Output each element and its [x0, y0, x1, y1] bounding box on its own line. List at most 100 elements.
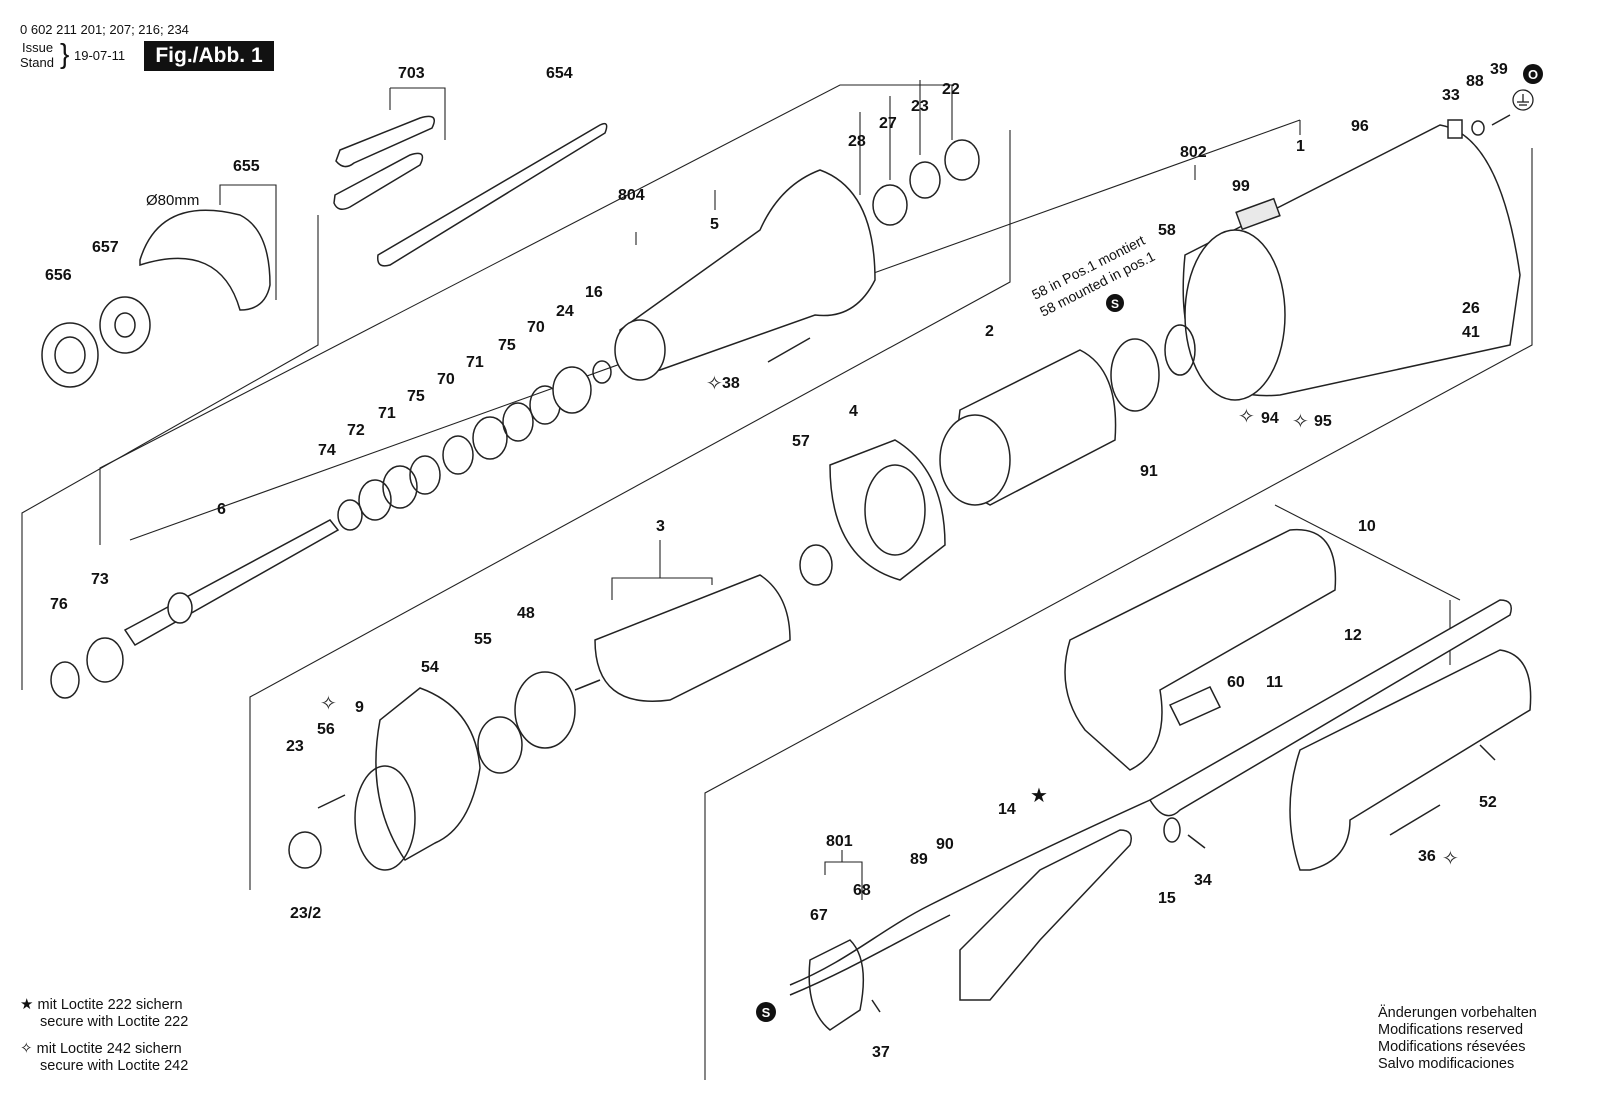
screw-36: [1389, 804, 1441, 836]
callout-72: 72: [347, 422, 365, 439]
symbols: O S S ✧ ✧ ✧ ✧ ✧ ★: [320, 64, 1543, 1022]
bearing-23: [909, 161, 941, 199]
callout-703: 703: [398, 65, 425, 82]
flange-22: [944, 139, 980, 181]
callout-801: 801: [826, 833, 853, 850]
screw-52: [1479, 744, 1496, 761]
screw-38: [767, 337, 811, 363]
callout-96: 96: [1351, 118, 1369, 135]
loctite-242-en: secure with Loctite 242: [40, 1058, 189, 1074]
bracket-60: [1168, 686, 1222, 726]
callout-15: 15: [1158, 890, 1176, 907]
spindle-6: [123, 519, 340, 646]
loctite-242-note: ✧ mit Loctite 242 sichern secure with Lo…: [20, 1040, 188, 1075]
bearing-55: [477, 716, 523, 774]
callout-70: 70: [437, 371, 455, 388]
callout-23: 23: [286, 738, 304, 755]
callout-36: 36: [1418, 848, 1436, 865]
o-mark-icon: [1523, 64, 1543, 84]
loctite-222-de: mit Loctite 222 sichern: [37, 997, 183, 1013]
ring-76: [50, 661, 80, 699]
outline-star-icon: ✧: [1292, 411, 1309, 433]
mod-es: Salvo modificaciones: [1378, 1056, 1515, 1072]
callout-89: 89: [910, 851, 928, 868]
outline-star-icon: ✧: [1442, 848, 1459, 870]
nut-656: [41, 322, 99, 388]
callout-34: 34: [1194, 872, 1212, 889]
flange-54: [375, 687, 481, 861]
callout-1: 1: [1296, 138, 1305, 155]
callout-802: 802: [1180, 144, 1207, 161]
ring-70: [442, 435, 474, 475]
flange-657: [99, 296, 151, 354]
cable-11: [1148, 599, 1512, 817]
callout-654: 654: [546, 65, 573, 82]
outline-star-icon: ✧: [1238, 406, 1255, 428]
callout-57: 57: [792, 433, 810, 450]
plug-67: [808, 939, 865, 1031]
ring-73: [86, 637, 124, 683]
rod-654: [377, 122, 608, 267]
callout-657: 657: [92, 239, 119, 256]
callout-60: 60: [1227, 674, 1245, 691]
callout-28: 28: [848, 133, 866, 150]
callout-95: 95: [1314, 413, 1332, 430]
switch-14: [959, 829, 1132, 1001]
ring-71: [382, 465, 418, 509]
callout-5: 5: [710, 216, 719, 233]
callout-10: 10: [1358, 518, 1376, 535]
callout-24: 24: [556, 303, 574, 320]
callout-39: 39: [1490, 61, 1508, 78]
callout-94: 94: [1261, 410, 1279, 427]
handle-half-12: [1289, 649, 1532, 871]
issue-label: Issue: [22, 40, 54, 55]
disc-size: Ø80mm: [146, 192, 199, 209]
fan-48: [514, 671, 576, 749]
mod-de: Änderungen vorbehalten: [1378, 1005, 1537, 1021]
ring-72: [358, 479, 392, 521]
guard-655: [139, 209, 271, 311]
issue-date: 19-07-11: [74, 48, 126, 63]
wires: [789, 799, 1151, 986]
callout-4: 4: [849, 403, 858, 420]
brace: }: [60, 38, 70, 69]
handle-half-10: [1064, 528, 1337, 771]
ring-71b: [472, 416, 508, 460]
callout-74: 74: [318, 442, 336, 459]
stand-label: Stand: [20, 55, 54, 70]
callout-22: 22: [942, 81, 960, 98]
callout-71: 71: [378, 405, 396, 422]
callout-54: 54: [421, 659, 439, 676]
mod-en: Modifications reserved: [1378, 1022, 1524, 1038]
modifications-note: Änderungen vorbehalten Modifications res…: [1378, 1005, 1537, 1073]
adapter-23: [288, 831, 322, 869]
sleeve-4: [829, 439, 946, 581]
callout-14: 14: [998, 801, 1016, 818]
outline-star-icon: ✧: [706, 373, 723, 395]
filled-star-icon: ★: [1030, 785, 1048, 807]
bearing-28: [872, 184, 908, 226]
mod-fr: Modifications résevées: [1378, 1039, 1526, 1055]
s-mark-icon: [1106, 294, 1124, 312]
screw-56: [317, 794, 346, 809]
callout-76: 76: [50, 596, 68, 613]
callout-70: 70: [527, 319, 545, 336]
loctite-242-de: mit Loctite 242 sichern: [36, 1041, 182, 1057]
wrench-703: [335, 115, 435, 168]
callout-9: 9: [355, 699, 364, 716]
callout-38: 38: [722, 375, 740, 392]
callout-91: 91: [1140, 463, 1158, 480]
svg-text:O: O: [1528, 67, 1538, 82]
ground-icon: [1512, 89, 1534, 111]
callout-3: 3: [656, 518, 665, 535]
loctite-222-note: ★ mit Loctite 222 sichern secure with Lo…: [20, 996, 188, 1031]
callout-99: 99: [1232, 178, 1250, 195]
parts: [41, 114, 1532, 1031]
callout-33: 33: [1442, 87, 1460, 104]
callout-2: 2: [985, 323, 994, 340]
group-frames: [21, 130, 1533, 1080]
ring-16: [592, 360, 612, 384]
s-mark-icon-2: [756, 1002, 776, 1022]
screw-37: [871, 999, 881, 1013]
